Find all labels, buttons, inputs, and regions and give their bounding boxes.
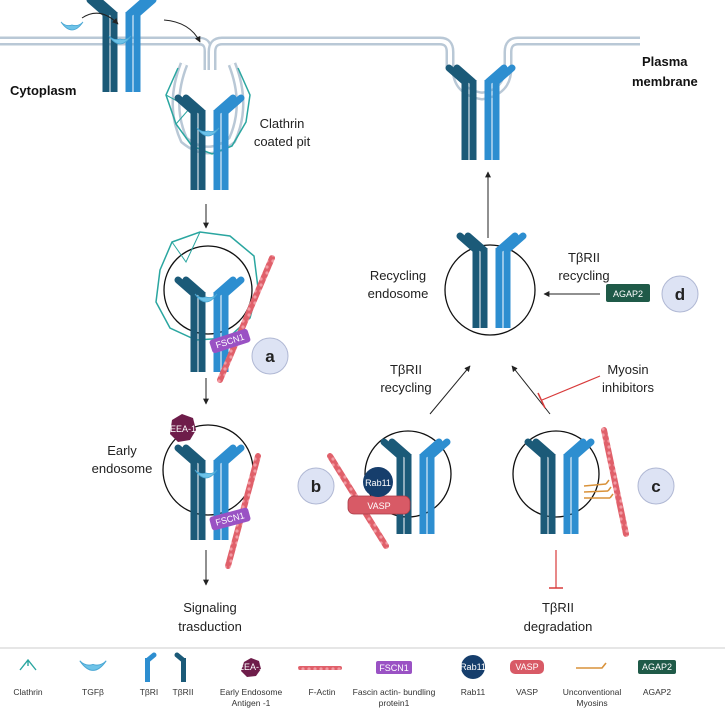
clathrin-coated-vesicle xyxy=(155,231,259,372)
myosin-label-1: Myosin xyxy=(607,362,648,377)
badge-d: d xyxy=(661,275,699,313)
legend-fscn1-icon-text: FSCN1 xyxy=(379,663,409,673)
signaling-label-1: Signaling xyxy=(183,600,237,615)
recycling-b-label-2: recycling xyxy=(380,380,431,395)
legend-item-tbri: TβRI xyxy=(140,652,159,697)
recycling-endosome-label-2: endosome xyxy=(368,286,429,301)
plasma-membrane-label-1: Plasma xyxy=(642,54,688,69)
agap2-tag-d: AGAP2 xyxy=(606,284,650,302)
vasp-icon xyxy=(510,660,544,674)
signaling-label-2: trasduction xyxy=(178,619,242,634)
eea1-label: EEA-1 xyxy=(170,424,196,434)
legend-label-myosin-1: Unconventional xyxy=(563,687,622,697)
badge-a-letter: a xyxy=(265,347,275,366)
fscn1-icon xyxy=(376,661,412,674)
plasma-membrane xyxy=(0,36,640,101)
cytoplasm-label: Cytoplasm xyxy=(10,83,76,98)
badge-b-letter: b xyxy=(311,477,321,496)
clathrin-icon xyxy=(19,658,37,671)
legend-item-factin: F-Actin xyxy=(298,666,342,697)
badge-a: a xyxy=(251,337,289,375)
legend-label-rab11: Rab11 xyxy=(461,687,486,697)
myosin-label-2: inhibitors xyxy=(602,380,655,395)
f-actin-a xyxy=(217,255,275,383)
vasp-tag-b: VASP xyxy=(347,495,411,515)
legend-label-myosin-2: Myosins xyxy=(576,698,607,708)
legend-label-eea1-1: Early Endosome xyxy=(220,687,283,697)
legend-label-tgfb: TGFβ xyxy=(82,687,104,697)
legend-agap2-icon-text: AGAP2 xyxy=(642,662,672,672)
early-endosome-label-1: Early xyxy=(107,443,137,458)
clathrin-pit-label-1: Clathrin xyxy=(260,116,305,131)
legend-label-tbri: TβRI xyxy=(140,687,159,697)
legend-label-fscn1-2: protein1 xyxy=(379,698,410,708)
f-actin-c xyxy=(601,427,629,537)
badge-b: b xyxy=(297,467,335,505)
legend-eea1-icon-text: EEA-1 xyxy=(238,662,264,672)
tgfb-icon xyxy=(79,660,107,671)
legend-vasp-icon-text: VASP xyxy=(515,662,538,672)
legend-item-tbrii: TβRII xyxy=(173,652,194,697)
legend-label-factin: F-Actin xyxy=(309,687,336,697)
unconventional-myosin-c xyxy=(583,479,614,499)
agap2-icon xyxy=(638,660,676,674)
badge-c-letter: c xyxy=(651,477,660,496)
eea1-icon xyxy=(241,658,261,677)
arrow-b-to-recycling xyxy=(429,365,471,415)
legend: Clathrin TGFβ TβRI TβRII EEA-1 Early End… xyxy=(13,652,676,708)
myosin-icon xyxy=(576,662,607,669)
recycling-b-label-1: TβRII xyxy=(390,362,422,377)
tgfb-ligand-free xyxy=(60,21,84,31)
legend-item-vasp: VASP VASP xyxy=(510,660,544,697)
binding-arrow xyxy=(81,12,119,25)
rab11-icon xyxy=(461,655,485,679)
legend-rab11-icon-text: Rab11 xyxy=(460,662,486,672)
recycling-d-label-2: recycling xyxy=(558,268,609,283)
fscn1-tag-a: FSCN1 xyxy=(209,328,251,354)
recycling-endosome xyxy=(444,236,536,336)
legend-item-eea1: EEA-1 Early Endosome Antigen -1 xyxy=(220,658,283,708)
vesicle-b xyxy=(364,430,452,534)
myosin-inhibition-bar xyxy=(537,392,546,409)
legend-label-tbrii: TβRII xyxy=(173,687,194,697)
legend-item-tgfb: TGFβ xyxy=(79,660,107,697)
legend-item-agap2: AGAP2 AGAP2 xyxy=(638,660,676,697)
legend-label-agap2: AGAP2 xyxy=(643,687,672,697)
early-endosome-label-2: endosome xyxy=(92,461,153,476)
legend-item-clathrin: Clathrin xyxy=(13,658,43,697)
degradation-label-1: TβRII xyxy=(542,600,574,615)
rab11-tag-b: Rab11 xyxy=(363,467,393,497)
badge-d-letter: d xyxy=(675,285,685,304)
clathrin-pit-label-2: coated pit xyxy=(254,134,311,149)
legend-label-clathrin: Clathrin xyxy=(13,687,43,697)
legend-label-fscn1-1: Fascin actin- bundling xyxy=(353,687,436,697)
legend-label-eea1-2: Antigen -1 xyxy=(232,698,271,708)
legend-item-rab11: Rab11 Rab11 xyxy=(460,655,486,697)
legend-item-myosin: Unconventional Myosins xyxy=(563,662,622,708)
badge-c: c xyxy=(637,467,675,505)
plasma-membrane-label-2: membrane xyxy=(632,74,698,89)
internalization-arrow xyxy=(163,19,201,43)
legend-item-fscn1: FSCN1 Fascin actin- bundling protein1 xyxy=(353,661,436,708)
agap2-label-d: AGAP2 xyxy=(613,289,643,299)
recycling-endosome-label-1: Recycling xyxy=(370,268,426,283)
vasp-label-b: VASP xyxy=(367,501,390,511)
rab11-label-b: Rab11 xyxy=(365,478,391,488)
recycling-d-label-1: TβRII xyxy=(568,250,600,265)
myosin-inhibition-line xyxy=(541,375,601,401)
vesicle-c xyxy=(512,430,600,534)
degradation-label-2: degradation xyxy=(524,619,593,634)
eea1-marker: EEA-1 xyxy=(170,414,196,442)
legend-label-vasp: VASP xyxy=(516,687,538,697)
fscn1-tag-early: FSCN1 xyxy=(209,507,251,531)
clathrin-coated-pit xyxy=(165,62,251,155)
